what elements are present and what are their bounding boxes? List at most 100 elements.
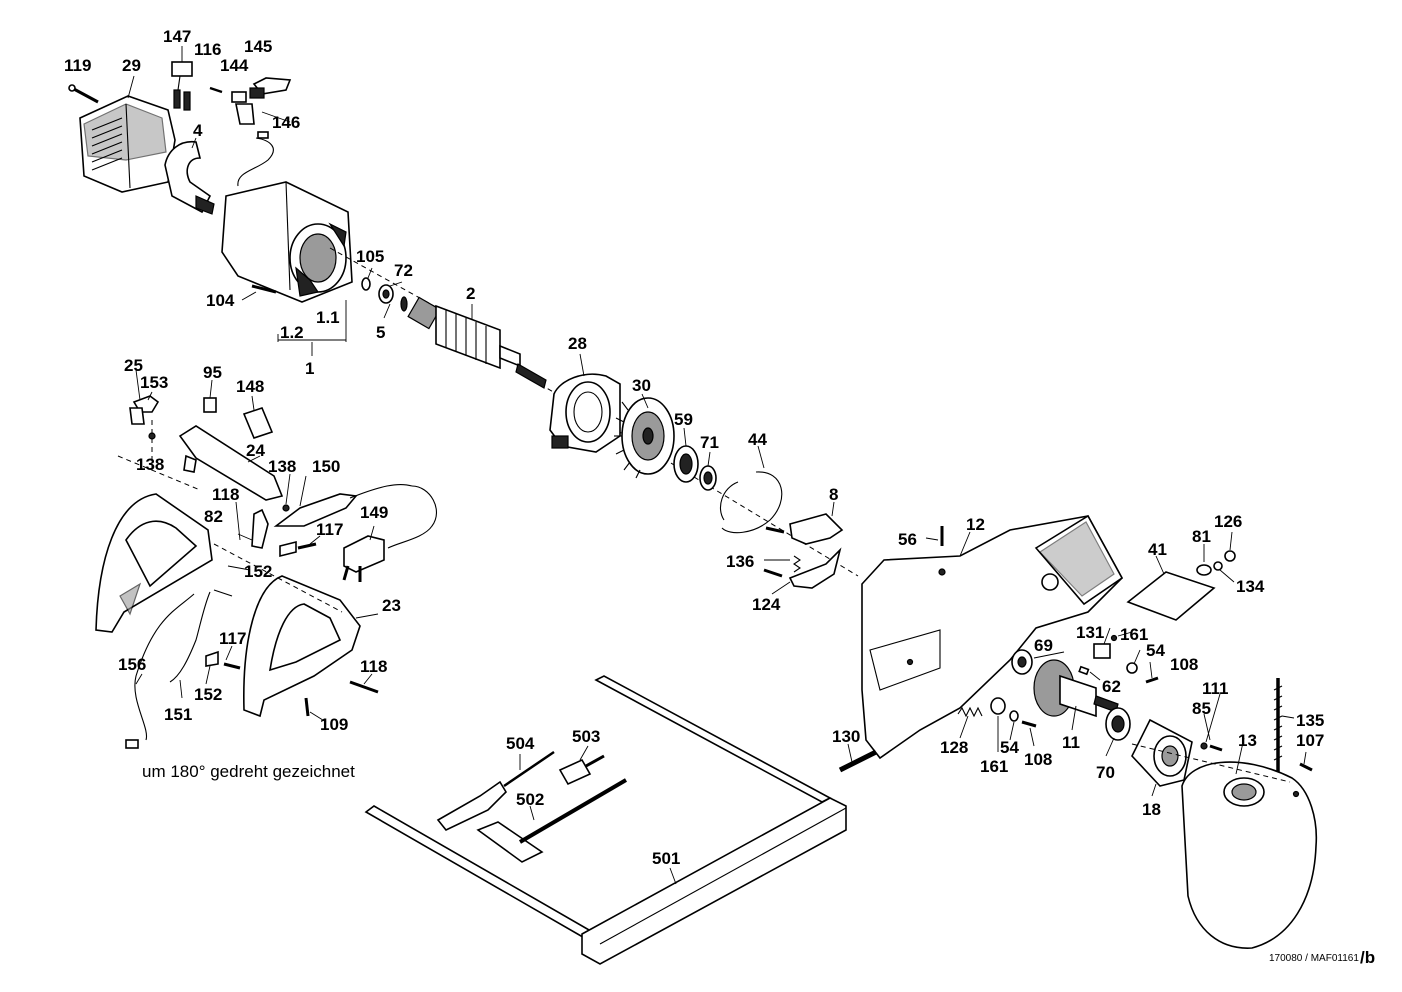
label-69: 69 xyxy=(1034,636,1053,655)
earth-wire-156 xyxy=(125,593,195,749)
button-95 xyxy=(203,397,217,413)
label-109: 109 xyxy=(320,715,348,734)
brush-holder-4 xyxy=(164,140,215,215)
gear-shaft-11 xyxy=(1033,659,1119,718)
label-117b: 117 xyxy=(219,629,246,648)
screw-118b xyxy=(349,680,379,694)
label-156: 156 xyxy=(118,655,146,674)
spring-148 xyxy=(242,407,274,439)
label-24: 24 xyxy=(246,441,265,460)
label-117a: 117 xyxy=(316,520,343,539)
label-134: 134 xyxy=(1236,577,1265,596)
terminal-145 xyxy=(249,77,292,99)
screw-124 xyxy=(763,568,783,578)
ring-5 xyxy=(400,296,408,312)
clamp-8 xyxy=(789,513,844,545)
label-12: 12 xyxy=(966,515,985,534)
label-161b: 161 xyxy=(980,757,1008,776)
label-161a: 161 xyxy=(1120,625,1148,644)
label-504: 504 xyxy=(506,734,535,753)
cord-150 xyxy=(251,483,437,549)
label-146: 146 xyxy=(272,113,300,132)
label-44: 44 xyxy=(748,430,767,449)
label-152b: 152 xyxy=(194,685,222,704)
label-62: 62 xyxy=(1102,677,1121,696)
label-85: 85 xyxy=(1192,699,1211,718)
carbon-brush-147 xyxy=(171,61,193,111)
label-135: 135 xyxy=(1296,711,1324,730)
label-105: 105 xyxy=(356,247,384,266)
label-41: 41 xyxy=(1148,540,1167,559)
screw-104 xyxy=(251,284,277,294)
bearing-70 xyxy=(1105,707,1131,741)
handle-shell-82 xyxy=(95,493,213,633)
label-59: 59 xyxy=(674,410,693,429)
label-18: 18 xyxy=(1142,800,1161,819)
label-2: 2 xyxy=(466,284,475,303)
label-25: 25 xyxy=(124,356,143,375)
label-144: 144 xyxy=(220,56,249,75)
screw-8a xyxy=(765,526,785,534)
washer-54b xyxy=(1009,710,1019,722)
label-8: 8 xyxy=(829,485,838,504)
label-107: 107 xyxy=(1296,731,1324,750)
label-503: 503 xyxy=(572,727,600,746)
blade-guard-13 xyxy=(1181,761,1318,949)
screw-108a xyxy=(1145,676,1159,684)
switch-clip-144 xyxy=(231,91,255,125)
screw-108b xyxy=(1021,720,1037,728)
pin-130 xyxy=(838,749,878,773)
parallel-guide-501 xyxy=(364,675,847,965)
label-104: 104 xyxy=(206,291,235,310)
wire-151 xyxy=(169,589,233,683)
spring-136 xyxy=(793,555,801,573)
screwdriver-504 xyxy=(436,750,555,831)
screw-117a xyxy=(279,540,317,558)
drawing-code: 170080 / MAF01161 xyxy=(1269,953,1359,964)
label-149: 149 xyxy=(360,503,388,522)
callout-labels: 119 29 147 116 144 145 146 4 105 72 104 … xyxy=(64,27,1324,868)
screw-107 xyxy=(1299,762,1313,772)
screw-161a xyxy=(1110,634,1118,642)
gear-housing-12 xyxy=(861,514,1124,760)
label-28: 28 xyxy=(568,334,587,353)
label-502: 502 xyxy=(516,790,544,809)
label-23: 23 xyxy=(382,596,401,615)
sleeve-131 xyxy=(1093,643,1111,659)
label-126: 126 xyxy=(1214,512,1242,531)
leader-lines xyxy=(127,46,1307,885)
screw-126 xyxy=(1224,550,1236,562)
label-1: 1 xyxy=(305,359,314,378)
flange-18 xyxy=(1131,718,1193,787)
circlip-44 xyxy=(720,471,783,534)
fan-30 xyxy=(614,397,675,479)
bearing-72 xyxy=(378,284,394,304)
screw-109 xyxy=(304,697,310,717)
label-13: 13 xyxy=(1238,731,1257,750)
screw-119 xyxy=(68,84,99,104)
sleeve-161b xyxy=(990,697,1006,715)
label-138b: 138 xyxy=(268,457,296,476)
label-29: 29 xyxy=(122,56,141,75)
label-151: 151 xyxy=(164,705,192,724)
label-4: 4 xyxy=(193,121,203,140)
screw-116 xyxy=(209,86,223,94)
switch-25 xyxy=(129,395,160,425)
label-119: 119 xyxy=(64,56,91,75)
washer-105 xyxy=(361,277,371,291)
clamp-lower xyxy=(788,547,842,589)
label-147: 147 xyxy=(163,27,191,46)
label-138a: 138 xyxy=(136,455,164,474)
rotation-note: um 180° gedreht gezeichnet xyxy=(142,762,355,781)
label-118b: 118 xyxy=(360,657,387,676)
handle-23 xyxy=(243,575,361,718)
label-111: 111 xyxy=(1202,679,1229,698)
label-152a: 152 xyxy=(244,562,272,581)
washer-54a xyxy=(1126,662,1138,674)
motor-cover-29 xyxy=(79,95,176,193)
label-54a: 54 xyxy=(1146,641,1165,660)
plate-41 xyxy=(1126,571,1216,621)
label-5: 5 xyxy=(376,323,385,342)
screw-85 xyxy=(1200,742,1223,752)
